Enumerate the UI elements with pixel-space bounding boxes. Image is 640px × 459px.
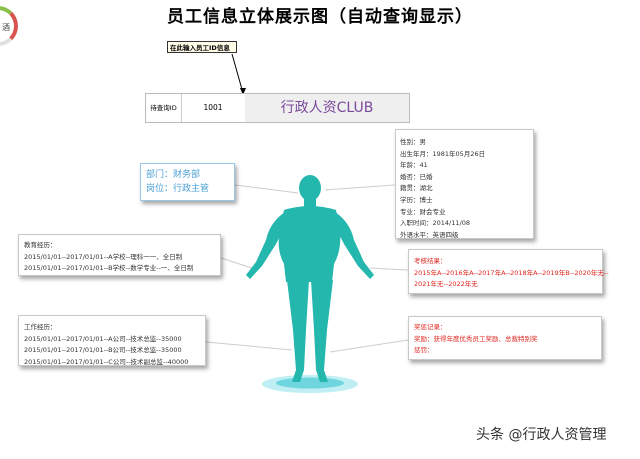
work-line: 2015/01/01--2017/01/01--B公司--技术总监--35000 <box>24 346 182 354</box>
department-label: 部门：财务部 <box>146 170 201 180</box>
reward-line: 奖惩记录： <box>414 323 447 331</box>
employee-id-input[interactable]: 1001 <box>181 94 246 122</box>
work-line: 2015/01/01--2017/01/01--A公司--技术总监--35000 <box>24 334 182 343</box>
perf-connector <box>369 267 409 271</box>
education-card: 教育经历： 2015/01/01--2017/01/01--A学校--理科一一、… <box>18 234 221 276</box>
work-line: 工作经历： <box>24 323 57 331</box>
performance-card: 考核结果： 2015年A--2016年A--2017年A--2018年A--20… <box>408 249 609 294</box>
floor-glow <box>262 375 358 393</box>
work-line: 2015/01/01--2017/01/01--C公司--技术副总监--4000… <box>24 357 189 366</box>
edu-connector <box>220 257 253 269</box>
personal-line: 入职时间：2014/11/08 <box>400 219 470 228</box>
education-line: 教育经历： <box>24 241 57 249</box>
input-hint-note: 在此输入员工ID信息 <box>167 41 237 53</box>
performance-line: 2021年无--2022年无 <box>414 280 478 288</box>
personal-line: 婚否：已婚 <box>400 172 433 181</box>
education-line: 2015/01/01--2017/01/01--A学校--理科一一、全日制 <box>24 252 183 261</box>
human-body-figure <box>246 175 374 382</box>
query-label: 待查询ID <box>146 94 182 122</box>
reward-line: 奖励：获得年度优秀员工奖励、总裁特别奖 <box>414 334 538 343</box>
floor-glow-inner <box>276 377 344 389</box>
work-history-card: 工作经历： 2015/01/01--2017/01/01--A公司--技术总监-… <box>18 315 206 366</box>
reward-connector <box>329 339 409 353</box>
personal-line: 籍贯：湖北 <box>400 184 433 193</box>
position-label: 岗位：行政主管 <box>146 184 210 194</box>
work-connector <box>205 341 293 351</box>
watermark: 头条 @行政人资管理 <box>476 427 607 443</box>
personal-line: 出生年月：1981年05月26日 <box>400 149 486 158</box>
department-card: 部门：财务部 岗位：行政主管 <box>140 163 235 201</box>
education-line: 2015/01/01--2017/01/01--B学校--数学专业--一、全日制 <box>24 264 194 272</box>
personal-line: 专业：财会专业 <box>400 207 446 216</box>
personal-line: 学历：博士 <box>400 195 433 204</box>
personal-info-card: 性别：男 出生年月：1981年05月26日 年龄：41 婚否：已婚 籍贯：湖北 … <box>395 129 534 239</box>
performance-line: 2015年A--2016年A--2017年A--2018年A--2019年B--… <box>414 268 609 277</box>
note-arrow <box>231 53 244 94</box>
logo-text: 酒 <box>2 23 10 32</box>
performance-line: 考核结果： <box>414 257 447 265</box>
dept-connector <box>234 184 299 194</box>
page-title: 员工信息立体展示图（自动查询显示） <box>167 7 473 27</box>
reward-card: 奖惩记录： 奖励：获得年度优秀员工奖励、总裁特别奖 惩罚： <box>408 316 602 360</box>
personal-line: 年龄：41 <box>400 161 428 170</box>
reward-line: 惩罚： <box>414 346 434 354</box>
personal-connector <box>324 184 396 191</box>
query-row: 待查询ID 1001 行政人资CLUB <box>145 93 410 123</box>
personal-line: 性别：男 <box>400 138 426 146</box>
club-banner: 行政人资CLUB <box>245 94 409 122</box>
personal-line: 外语水平：英语四级 <box>400 230 459 239</box>
